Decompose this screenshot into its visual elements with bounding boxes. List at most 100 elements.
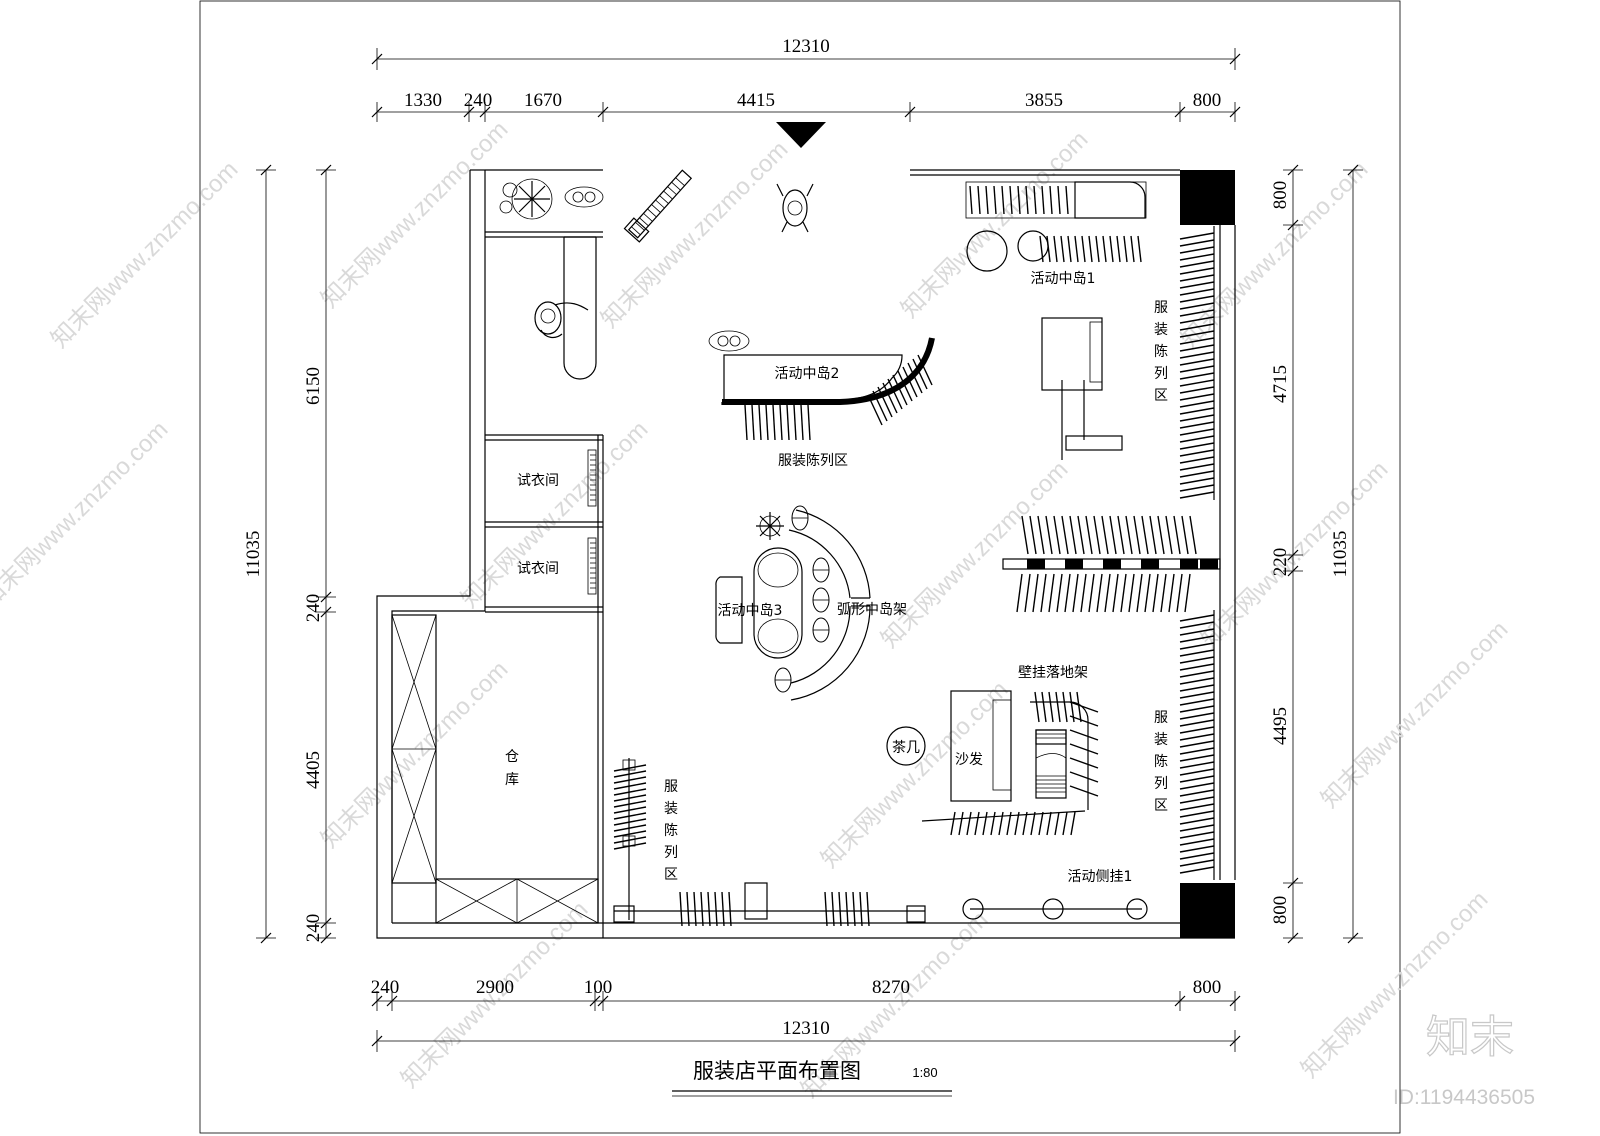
dim-top-seg-6: 800 [1193,90,1222,111]
left-display-char-2: 装 [664,801,678,817]
tea-table-icon [886,726,926,766]
right-display-bottom-char-4: 列 [1154,776,1168,792]
warehouse: 仓 库 [391,614,599,924]
sofa-label: 沙发 [955,752,983,768]
lounge-chair-icon [1041,317,1123,460]
stool-icon-2 [708,330,750,352]
dim-top-seg-4: 4415 [737,90,775,111]
cashier-counter [563,237,597,380]
lounge-area: 壁挂落地架 茶几 沙发 [886,665,1099,836]
plant-icon [499,178,553,220]
island-1-area: 活动中岛1 [965,181,1147,460]
svg-text:知末网www.znzmo.com: 知末网www.znzmo.com [456,416,653,613]
top-left-area [499,169,814,380]
right-display-top-char-5: 区 [1154,388,1168,404]
svg-text:知末网www.znzmo.com: 知末网www.znzmo.com [596,136,793,333]
stool-icon [564,186,604,208]
right-dimensions: 800 4715 220 4495 800 11035 [1270,164,1363,944]
fitting-room-2-label: 试衣间 [517,561,559,577]
column-top-right [1180,170,1235,225]
top-dimensions: 12310 1330 240 1670 4415 3855 800 [371,36,1241,122]
dim-bottom-seg-2: 2900 [476,977,514,998]
dim-top-total: 12310 [782,36,830,57]
round-table-icon [966,230,1008,272]
dim-top-seg-2: 240 [464,90,493,111]
svg-text:知末网www.znzmo.com: 知末网www.znzmo.com [816,676,1013,873]
dim-right-seg-5: 800 [1270,896,1291,925]
right-display-top-char-4: 列 [1154,366,1168,382]
warehouse-label-2: 库 [505,772,519,788]
drawing-scale: 1:80 [912,1065,937,1080]
drawing-frame [199,0,1401,1134]
warehouse-label-1: 仓 [505,749,519,765]
left-display-char-4: 列 [664,845,678,861]
svg-text:知末网www.znzmo.com: 知末网www.znzmo.com [316,116,513,313]
right-display-label-top: 服 装 陈 列 区 [1154,300,1168,404]
right-display-top-char-1: 服 [1154,300,1168,316]
fitting-room-1-label: 试衣间 [517,473,559,489]
bottom-dimensions: 240 2900 100 8270 800 12310 [371,977,1241,1052]
tea-table-label: 茶几 [892,740,920,756]
island-2-label: 活动中岛2 [775,366,840,382]
right-display-bottom-char-5: 区 [1154,798,1168,814]
left-display-char-1: 服 [664,779,678,795]
svg-text:知末网www.znzmo.com: 知末网www.znzmo.com [0,416,173,613]
round-table-small-icon [1017,230,1049,262]
walls [376,169,1236,939]
island-1-label: 活动中岛1 [1031,271,1096,287]
dim-right-seg-2: 4715 [1270,365,1291,403]
left-display-char-5: 区 [664,867,678,883]
island-2-area: 活动中岛2 服装陈列区 [708,330,935,469]
svg-text:知末网www.znzmo.com: 知末网www.znzmo.com [896,126,1093,323]
dim-left-total: 11035 [243,531,264,578]
side-hanger-label: 活动侧挂1 [1068,869,1133,885]
island-3-label: 活动中岛3 [718,603,783,619]
entrance-arrow-icon [776,122,826,148]
right-display-bottom-char-1: 服 [1154,710,1168,726]
column-bottom-right [1180,883,1235,938]
plant-icon-2 [756,512,784,540]
svg-text:知末网www.znzmo.com: 知末网www.znzmo.com [1316,616,1513,813]
dim-bottom-seg-4: 8270 [872,977,910,998]
dim-right-seg-3: 220 [1270,548,1291,577]
person-icon-counter [534,301,589,339]
dim-left-seg-4: 240 [303,914,324,943]
right-display-label-bottom: 服 装 陈 列 区 [1154,710,1168,814]
right-display-top-char-2: 装 [1154,322,1168,338]
right-wall-racks [1179,226,1215,880]
svg-text:知末网www.znzmo.com: 知末网www.znzmo.com [46,156,243,353]
dim-top-seg-1: 1330 [404,90,442,111]
right-display-bottom-char-2: 装 [1154,732,1168,748]
middle-divider-rack [1002,515,1221,613]
arc-shelf-label: 弧形中岛架 [837,602,907,618]
dim-right-seg-4: 4495 [1270,707,1291,745]
dim-bottom-seg-5: 800 [1193,977,1222,998]
mat-icon [623,169,693,243]
dim-left-seg-1: 6150 [303,367,324,405]
watermark-logo: 知末 [1426,1012,1514,1063]
left-dimensions: 11035 6150 240 4405 240 [243,164,336,944]
dim-bottom-total: 12310 [782,1018,830,1039]
left-bottom-display: 服 装 陈 列 区 活动侧挂1 [613,758,1148,927]
person-icon-top [776,183,814,233]
right-display-top-char-3: 陈 [1154,343,1168,360]
svg-text:知末网www.znzmo.com: 知末网www.znzmo.com [876,456,1073,653]
wall-rack-label: 壁挂落地架 [1018,665,1088,681]
watermark-id: ID:1194436505 [1393,1086,1535,1109]
display-area-mid-label: 服装陈列区 [778,452,848,469]
dim-right-seg-1: 800 [1270,181,1291,210]
island-3-area: 活动中岛3 弧形中岛架 [715,505,907,701]
dim-top-seg-3: 1670 [524,90,562,111]
dim-top-seg-5: 3855 [1025,90,1063,111]
left-display-char-3: 陈 [664,822,678,839]
svg-text:知末网www.znzmo.com: 知末网www.znzmo.com [316,656,513,853]
dim-left-seg-2: 240 [303,594,324,623]
dim-left-seg-3: 4405 [303,751,324,789]
dim-bottom-seg-1: 240 [371,977,400,998]
drawing-title: 服装店平面布置图 [693,1059,861,1083]
right-display-bottom-char-3: 陈 [1154,753,1168,770]
fitting-rooms: 试衣间 试衣间 [517,449,597,595]
dim-right-total: 11035 [1330,531,1351,578]
